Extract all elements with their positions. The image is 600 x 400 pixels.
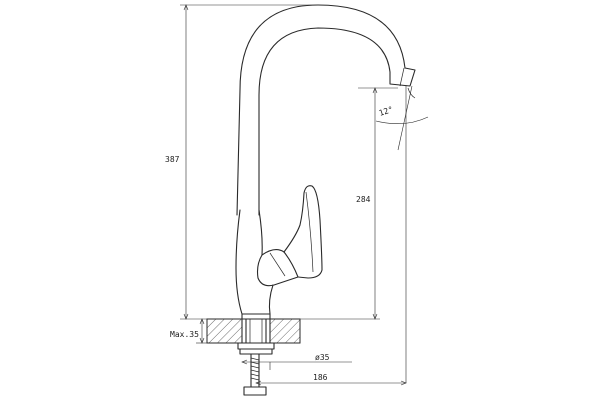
label-spout-reach: 186 — [313, 373, 328, 382]
angle-arc — [375, 116, 429, 125]
label-angle: 12° — [378, 105, 395, 118]
arrow-reach-right — [400, 380, 407, 386]
arrow-top — [183, 4, 189, 11]
hose-connector — [243, 386, 267, 396]
outlet-mark — [407, 87, 416, 99]
lever-knuckle — [256, 249, 299, 287]
label-spout-height: 284 — [356, 195, 371, 204]
spout-tip — [389, 67, 416, 87]
countertop-right-hatched — [269, 318, 301, 344]
dimension-angle: 12° — [375, 85, 429, 383]
label-hole-diameter: ø35 — [315, 353, 330, 362]
dimension-total-height: 387 — [165, 4, 318, 320]
shank — [245, 318, 267, 344]
arrow-spout-bottom — [372, 313, 378, 320]
lever-inner-line — [305, 191, 314, 273]
lever-detail — [269, 252, 286, 277]
faucet-body — [235, 4, 416, 320]
body-right-outline — [258, 209, 263, 256]
mounting-washer — [237, 342, 275, 350]
stud-thread-marks — [250, 357, 260, 381]
countertop-section — [206, 318, 301, 344]
aerator-line — [399, 67, 405, 87]
label-max-thickness: Max.35 — [170, 330, 199, 339]
dimension-hole-diameter: ø35 — [241, 353, 352, 370]
lever-handle — [283, 185, 323, 279]
arrow-spout-top — [372, 87, 378, 94]
angle-ray — [397, 85, 413, 151]
dimension-max-thickness: Max.35 — [170, 318, 207, 344]
arrow-diameter — [241, 359, 248, 365]
countertop-left-hatched — [206, 318, 243, 344]
arrow-max-bottom — [199, 337, 205, 344]
arrow-reach-left — [255, 380, 262, 386]
mounting-nut — [239, 348, 273, 355]
body-lower-right — [268, 284, 274, 315]
label-total-height: 387 — [165, 155, 180, 164]
spout-inner-outline — [258, 27, 391, 216]
body-left-outline — [235, 209, 243, 315]
base-collar — [241, 313, 271, 320]
dimension-spout-reach: 186 — [255, 373, 407, 386]
arrow-max-top — [199, 318, 205, 325]
dimension-spout-height: 284 — [300, 87, 398, 320]
arrow-bottom — [183, 313, 189, 320]
mounting-hardware — [237, 318, 275, 396]
